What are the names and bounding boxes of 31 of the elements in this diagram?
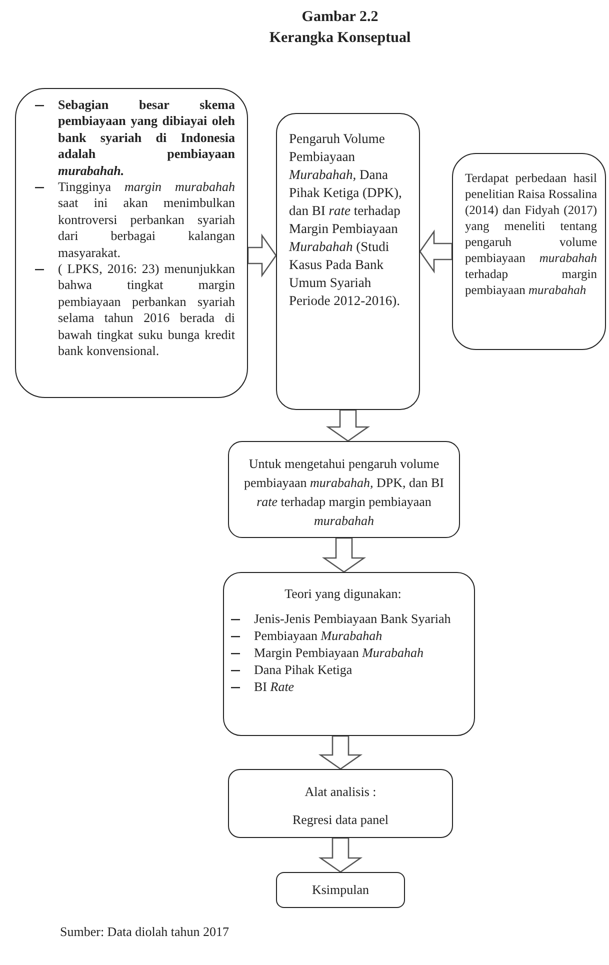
rounded-box xyxy=(223,572,475,736)
source-caption: Sumber: Data diolah tahun 2017 xyxy=(60,923,229,941)
block-arrow xyxy=(419,229,453,274)
box-text: Pengaruh Volume Pembiayaan Murabahah, Dana Pihak Ketiga (DPK), dan BI rate terhadap Margin Pembiayaan Murabahah (Studi Kasus Pada Bank Umum Syariah Periode 2012-2016). xyxy=(289,130,403,310)
box-text: Alat analisis : xyxy=(304,783,378,801)
list-item: Sebagian besar skema pembiayaan yang dibiayai oleh bank syariah di Indonesia adalah pembiayaan murabahah. xyxy=(58,97,235,180)
block-arrow xyxy=(322,537,366,573)
block-arrow xyxy=(326,409,370,442)
block-arrow xyxy=(318,735,363,770)
block-arrow xyxy=(247,233,277,278)
list-item: Margin Pembiayaan Murabahah xyxy=(254,644,424,661)
list-item: ( LPKS, 2016: 23) menunjukkan bahwa tingkat margin pembiayaan perbankan syariah selama tahun 2016 berada di bawah tingkat suku bunga kredit bank konvensional. xyxy=(58,261,235,360)
rounded-box xyxy=(276,113,420,410)
box-text: Ksimpulan xyxy=(310,881,370,899)
list-item: Jenis-Jenis Pembiayaan Bank Syariah xyxy=(254,610,452,627)
rounded-box xyxy=(452,153,606,350)
box-text: Untuk mengetahui pengaruh volume pembiayaan murabahah, DPK, dan BI rate terhadap margin pembiayaan murabahah xyxy=(242,455,446,530)
rounded-box xyxy=(228,441,460,538)
box-text: Regresi data panel xyxy=(291,811,390,829)
list-item: BI Rate xyxy=(254,678,296,695)
box-text: Terdapat perbedaan hasil penelitian Raisa Rossalina (2014) dan Fidyah (2017) yang meneliti tentang pengaruh volume pembiayaan murabahah terhadap margin pembiayaan murabahah xyxy=(465,170,597,298)
list-item: Tingginya margin murabahah saat ini akan menimbulkan kontroversi perbankan syariah dari berbagai kalangan masyarakat. xyxy=(58,179,235,262)
figure-number: Gambar 2.2 xyxy=(300,8,380,27)
rounded-box xyxy=(228,769,453,838)
rounded-box xyxy=(15,88,248,398)
rounded-box xyxy=(276,872,405,908)
list-item: Dana Pihak Ketiga xyxy=(254,661,354,678)
list-item: Pembiayaan Murabahah xyxy=(254,627,384,644)
diagram-title: Kerangka Konseptual xyxy=(268,29,412,48)
box-heading: Teori yang digunakan: xyxy=(284,585,402,602)
block-arrow xyxy=(318,837,363,873)
